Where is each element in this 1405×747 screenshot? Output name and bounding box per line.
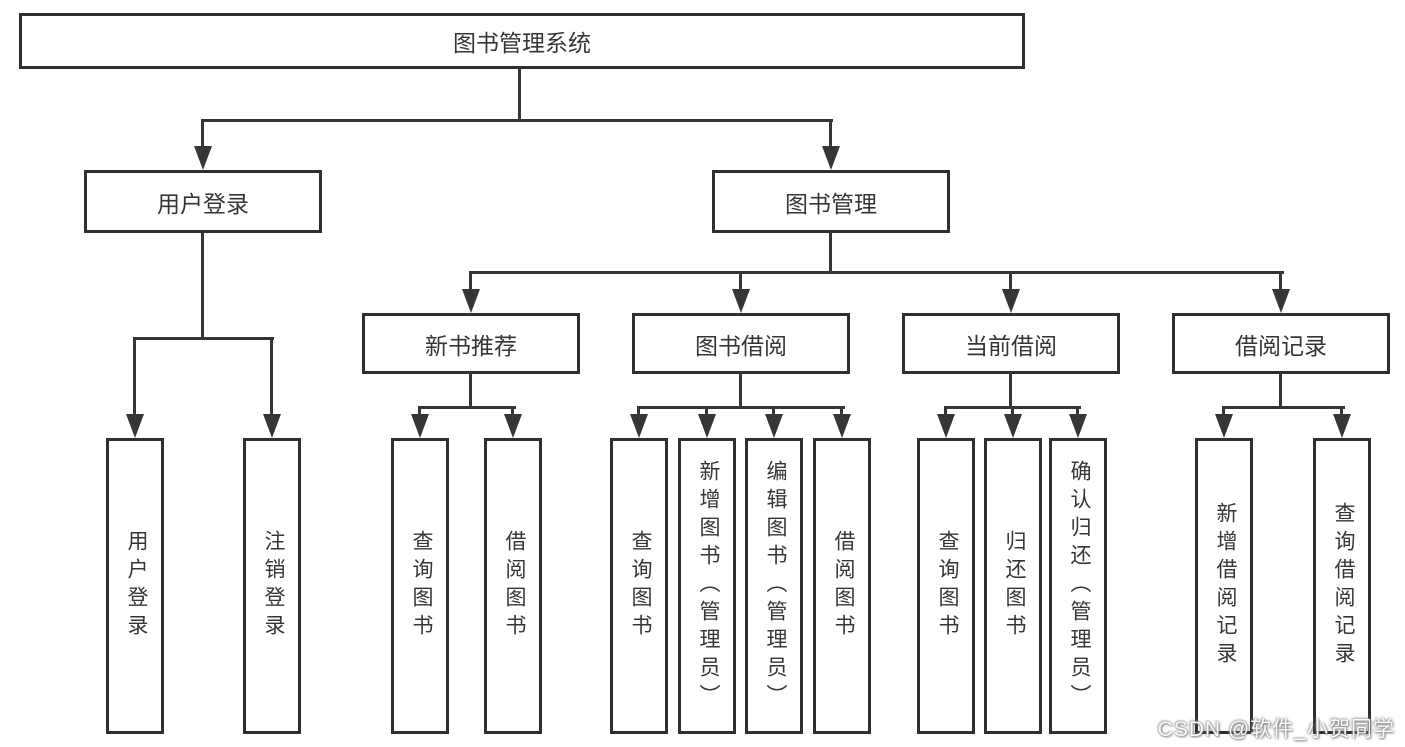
arrowhead-book-mgmt (822, 146, 840, 170)
leaf-bb-edit-books-admin: 编辑图书（管理员） (745, 438, 803, 734)
leaf-bb-query-books: 查询图书 (610, 438, 668, 734)
arrowhead-cb-query (937, 414, 955, 438)
arrowhead-cb-return (1004, 414, 1022, 438)
node-new-book-recommend: 新书推荐 (362, 313, 580, 374)
connector-cb-return-drop (1011, 406, 1014, 416)
leaf-logout: 注销登录 (243, 438, 301, 734)
connector-user-login-bar (133, 337, 274, 340)
leaf-bb-borrow-books: 借阅图书 (813, 438, 871, 734)
connector-user-login-drop (201, 119, 204, 147)
arrowhead-current-borrow (1002, 289, 1020, 313)
connector-current-borrow-drop (1009, 271, 1012, 292)
leaf-cb-confirm-return-admin: 确认归还（管理员） (1049, 438, 1107, 734)
leaf-br-add-record: 新增借阅记录 (1195, 438, 1253, 734)
node-book-management: 图书管理 (712, 170, 950, 233)
arrowhead-leaf-logout (263, 414, 281, 438)
connector-br-query-drop (1340, 406, 1343, 416)
arrowhead-bb-edit (765, 414, 783, 438)
connector-new-book-drop (469, 271, 472, 292)
arrowhead-book-borrow (732, 289, 750, 313)
connector-borrow-records-bar (1222, 406, 1345, 409)
connector-book-borrow-drop (739, 271, 742, 292)
connector-rec-query-drop (418, 406, 421, 416)
leaf-cb-query-books: 查询图书 (917, 438, 975, 734)
arrowhead-leaf-user-login (126, 414, 144, 438)
connector-current-borrow-stem (1009, 372, 1012, 409)
connector-book-borrow-bar (637, 406, 845, 409)
connector-bb-query-drop (637, 406, 640, 416)
connector-leaf-user-login-drop (133, 337, 136, 415)
node-borrowing-records: 借阅记录 (1172, 313, 1390, 374)
connector-user-login-stem (201, 233, 204, 339)
leaf-bb-add-books-admin: 新增图书（管理员） (678, 438, 736, 734)
connector-leaf-logout-drop (270, 337, 273, 415)
connector-root-drop (518, 69, 521, 122)
arrowhead-br-query (1333, 414, 1351, 438)
arrowhead-new-book (462, 289, 480, 313)
leaf-user-login: 用户登录 (106, 438, 164, 734)
connector-rec-borrow-drop (511, 406, 514, 416)
connector-borrow-records-stem (1279, 372, 1282, 409)
connector-borrow-records-drop (1279, 271, 1282, 292)
connector-bb-add-drop (705, 406, 708, 416)
arrowhead-bb-borrow (833, 414, 851, 438)
node-book-borrowing: 图书借阅 (632, 313, 850, 374)
arrowhead-rec-query (411, 414, 429, 438)
arrowhead-br-add (1215, 414, 1233, 438)
arrowhead-rec-borrow (504, 414, 522, 438)
arrowhead-bb-query (630, 414, 648, 438)
arrowhead-user-login (194, 146, 212, 170)
leaf-br-query-record: 查询借阅记录 (1313, 438, 1371, 734)
csdn-watermark: CSDN @软件_小贺同学 (1157, 718, 1395, 741)
connector-book-borrow-stem (739, 372, 742, 409)
arrowhead-cb-confirm (1069, 414, 1087, 438)
leaf-rec-borrow-books: 借阅图书 (484, 438, 542, 734)
connector-bb-borrow-drop (840, 406, 843, 416)
connector-cb-confirm-drop (1076, 406, 1079, 416)
connector-book-mgmt-drop (829, 119, 832, 147)
connector-new-book-stem (469, 372, 472, 409)
connector-level3-bar (469, 271, 1284, 274)
connector-br-add-drop (1222, 406, 1225, 416)
connector-book-mgmt-stem (829, 233, 832, 274)
connector-bb-edit-drop (772, 406, 775, 416)
connector-cb-query-drop (944, 406, 947, 416)
connector-level2-bar (201, 119, 833, 122)
arrowhead-bb-add (698, 414, 716, 438)
node-current-borrowing: 当前借阅 (902, 313, 1120, 374)
node-library-management-system: 图书管理系统 (19, 13, 1025, 69)
node-user-login: 用户登录 (84, 170, 322, 233)
leaf-rec-query-books: 查询图书 (391, 438, 449, 734)
connector-new-book-bar (418, 406, 516, 409)
leaf-cb-return-books: 归还图书 (984, 438, 1042, 734)
arrowhead-borrow-records (1272, 289, 1290, 313)
